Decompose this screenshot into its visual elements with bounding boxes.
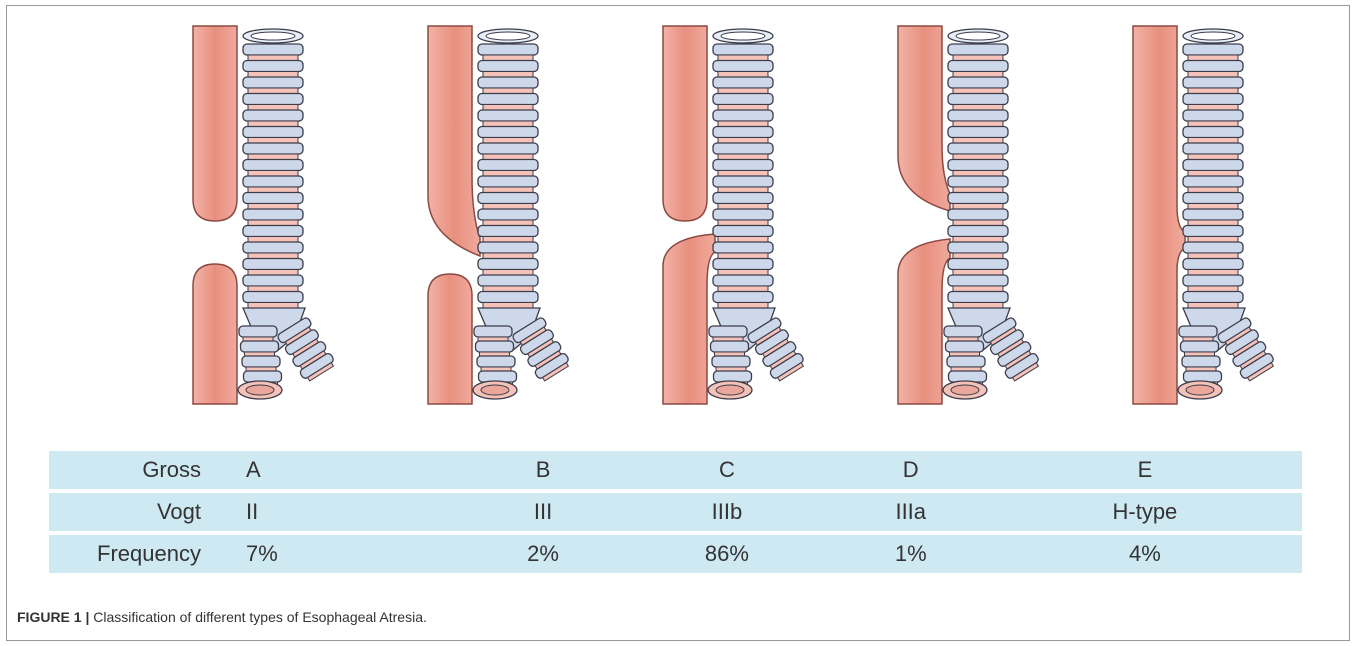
table-cell: IIIa (834, 493, 988, 531)
table-cell: III (466, 493, 620, 531)
figure: Gross A B C D E Vogt II III IIIb IIIa H-… (6, 5, 1350, 641)
table-cell: A (209, 451, 466, 489)
row-label: Gross (49, 451, 209, 489)
table-cell: 7% (209, 535, 466, 573)
figure-caption: FIGURE 1 | Classification of different t… (17, 609, 427, 625)
caption-label: FIGURE 1 | (17, 609, 89, 625)
panel-d (898, 26, 1042, 404)
table-cell: II (209, 493, 466, 531)
table-row-frequency: Frequency 7% 2% 86% 1% 4% (49, 535, 1302, 573)
table-cell: C (620, 451, 834, 489)
row-label: Vogt (49, 493, 209, 531)
table-row-gross: Gross A B C D E (49, 451, 1302, 489)
table-cell: H-type (988, 493, 1302, 531)
table-cell: 1% (834, 535, 988, 573)
panel-a (193, 26, 337, 404)
table-cell: 86% (620, 535, 834, 573)
panel-e (1133, 26, 1277, 404)
caption-text: Classification of different types of Eso… (89, 609, 427, 625)
table-cell: 2% (466, 535, 620, 573)
table-cell: D (834, 451, 988, 489)
table-cell: E (988, 451, 1302, 489)
classification-table: Gross A B C D E Vogt II III IIIb IIIa H-… (49, 447, 1302, 577)
table-row-vogt: Vogt II III IIIb IIIa H-type (49, 493, 1302, 531)
table-cell: B (466, 451, 620, 489)
table-cell: 4% (988, 535, 1302, 573)
row-label: Frequency (49, 535, 209, 573)
table-cell: IIIb (620, 493, 834, 531)
esophageal-atresia-illustration (7, 6, 1351, 446)
panel-b (428, 26, 572, 404)
panel-c (663, 26, 807, 404)
